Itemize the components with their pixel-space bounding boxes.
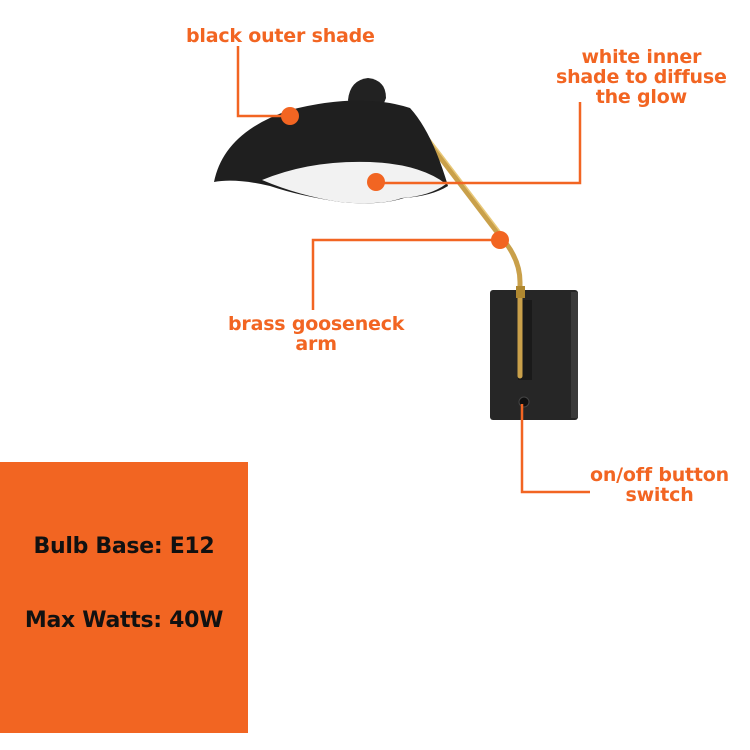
- callout-black-outer-shade: black outer shade: [186, 26, 375, 46]
- spec-bulb-base: Bulb Base: E12: [33, 534, 215, 559]
- callout-line: on/off button: [590, 464, 729, 486]
- spec-box: Bulb Base: E12 Max Watts: 40W: [0, 462, 248, 733]
- dot-outer-shade: [281, 107, 299, 125]
- backplate-edge: [571, 292, 578, 418]
- dot-inner-shade: [367, 173, 385, 191]
- callout-line: brass gooseneck: [228, 313, 405, 335]
- wall-backplate: [490, 290, 578, 420]
- callout-line: arm: [295, 333, 337, 355]
- callout-white-inner-shade: white inner shade to diffuse the glow: [556, 47, 727, 107]
- leader-line-outer-shade: [236, 46, 290, 118]
- callout-line: the glow: [595, 86, 687, 108]
- callout-line: switch: [625, 484, 694, 506]
- switch-knob: [518, 396, 530, 408]
- leader-line-arm: [311, 238, 500, 310]
- white-inner-shade: [262, 161, 446, 204]
- callout-line: white inner: [581, 46, 702, 68]
- callout-on-off-switch: on/off button switch: [590, 465, 729, 505]
- callout-line: shade to diffuse: [556, 66, 727, 88]
- callout-brass-gooseneck-arm: brass gooseneck arm: [228, 314, 404, 354]
- leader-line-switch: [520, 404, 590, 494]
- spec-max-watts: Max Watts: 40W: [24, 608, 224, 633]
- brass-arm-collar: [516, 286, 525, 298]
- dot-arm: [491, 231, 509, 249]
- leader-line-inner-shade: [376, 102, 582, 185]
- callout-line: black outer shade: [186, 25, 375, 47]
